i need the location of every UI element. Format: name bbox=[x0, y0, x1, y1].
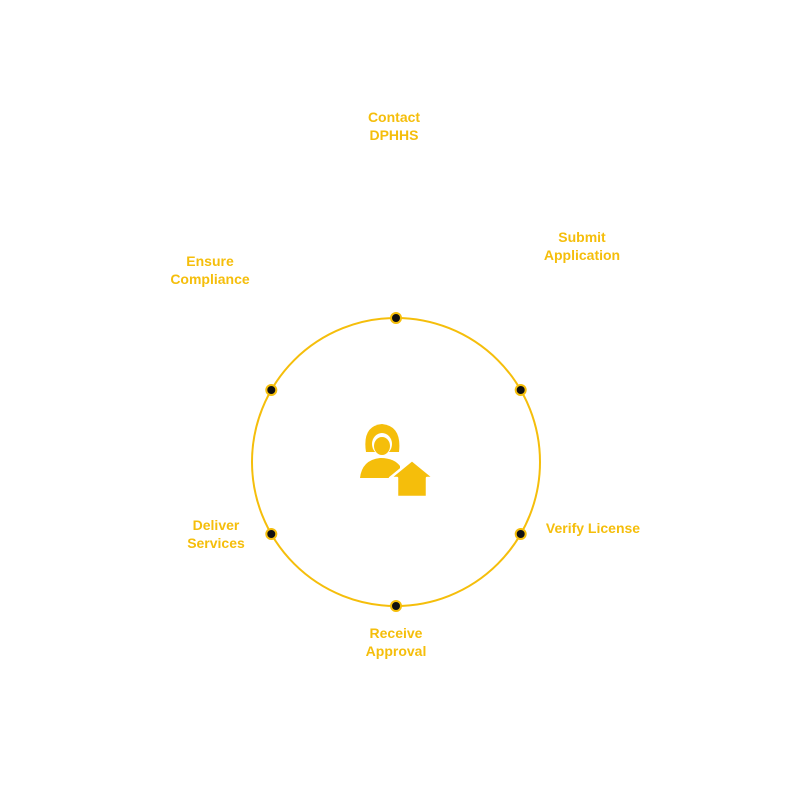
cycle-node-deliver bbox=[265, 528, 278, 540]
cycle-nodes bbox=[265, 312, 527, 612]
cycle-ring bbox=[251, 317, 541, 607]
step-label-submit: Submit Application bbox=[543, 229, 621, 263]
cycle-node-verify bbox=[514, 528, 527, 540]
cycle-node-contact bbox=[390, 312, 402, 324]
cycle-node-compliance bbox=[265, 384, 278, 396]
step-label-verify: Verify License bbox=[545, 520, 641, 536]
cycle-node-submit bbox=[514, 384, 527, 396]
person-home-icon bbox=[360, 424, 436, 499]
step-label-deliver: Deliver Services bbox=[187, 517, 245, 551]
cycle-node-approval bbox=[390, 600, 402, 612]
step-label-compliance: Ensure Compliance bbox=[170, 253, 250, 287]
step-label-approval: Receive Approval bbox=[365, 625, 427, 659]
step-label-contact: Contact DPHHS bbox=[367, 109, 421, 143]
